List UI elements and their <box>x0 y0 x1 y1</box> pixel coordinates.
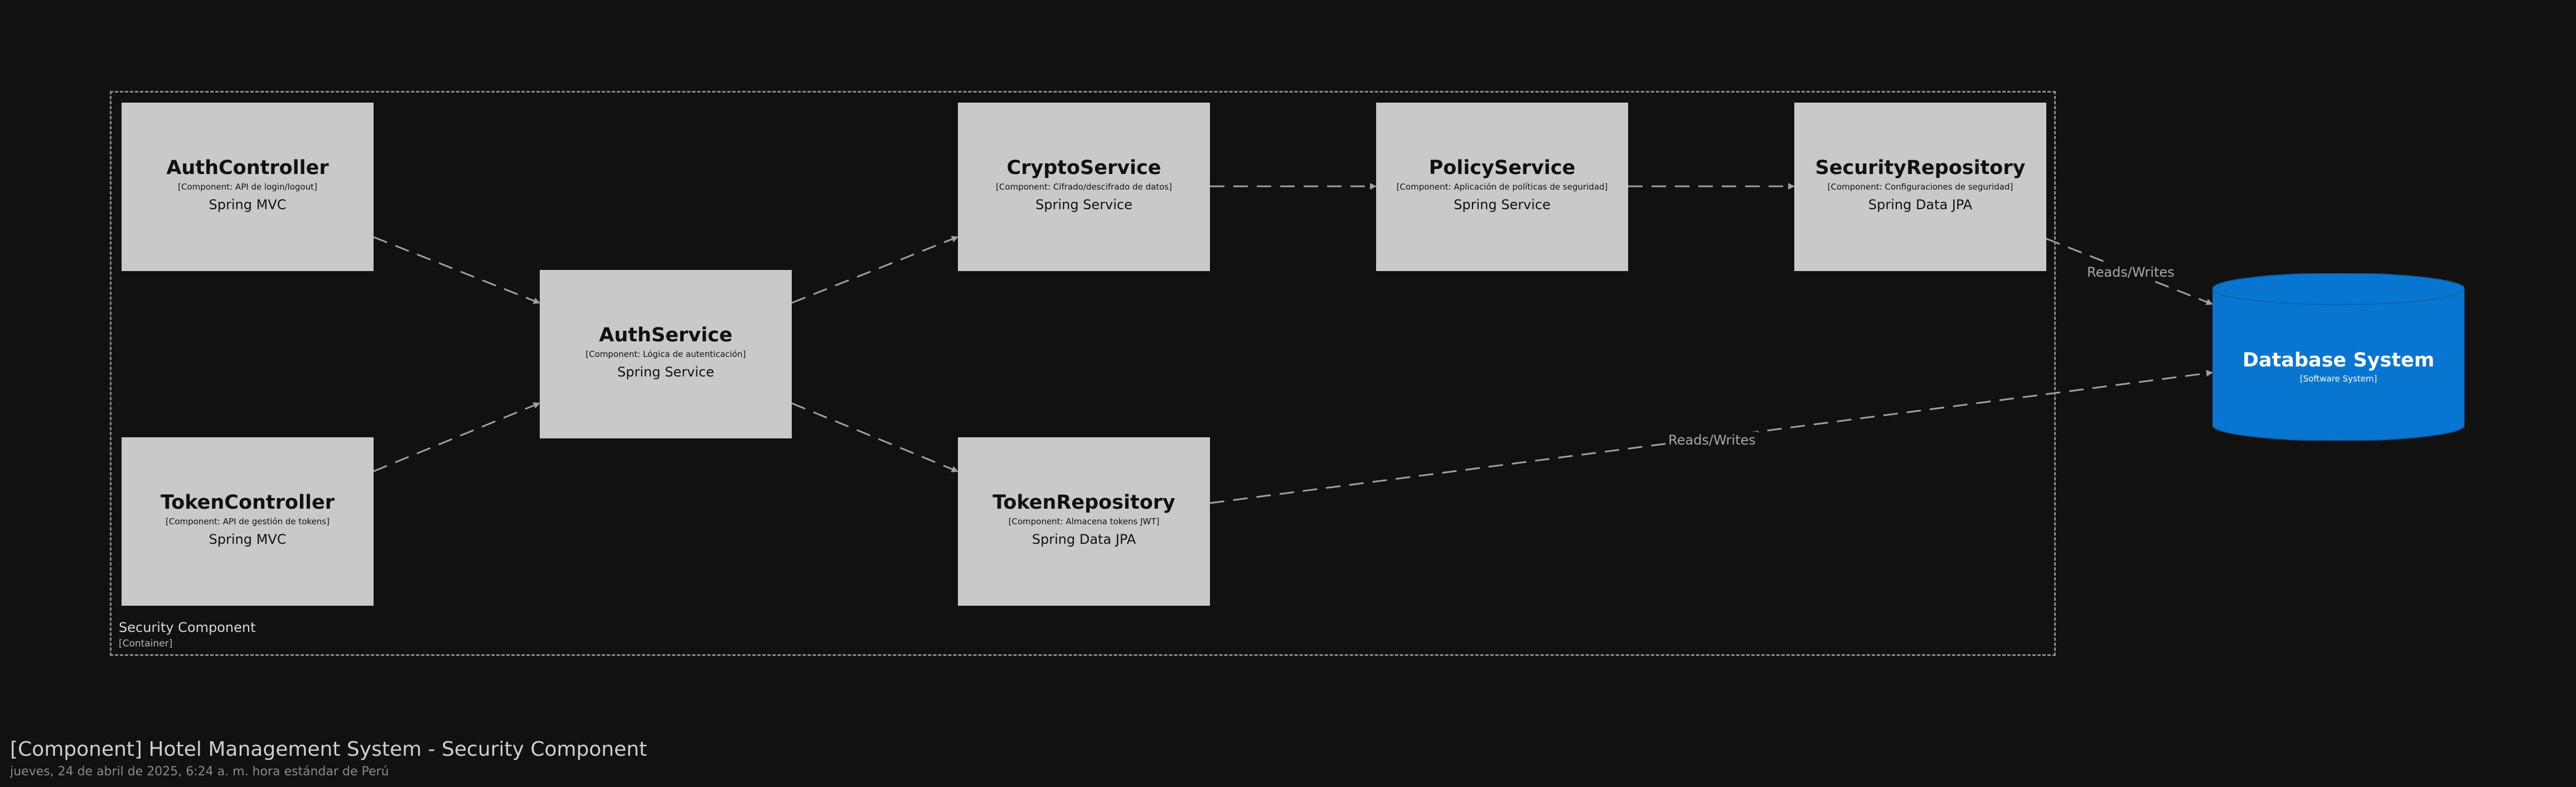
component-tokencontroller[interactable]: TokenController [Component: API de gesti… <box>122 437 374 606</box>
component-technology: Spring Service <box>617 364 714 380</box>
component-name: AuthService <box>599 324 733 346</box>
component-name: AuthController <box>166 157 329 179</box>
component-technology: Spring Service <box>1035 197 1132 213</box>
component-technology: Spring Service <box>1454 197 1551 213</box>
component-name: CryptoService <box>1006 157 1161 179</box>
component-tokenrepository[interactable]: TokenRepository [Component: Almacena tok… <box>958 437 1210 606</box>
component-description: [Component: Almacena tokens JWT] <box>1008 516 1160 527</box>
component-policyservice[interactable]: PolicyService [Component: Aplicación de … <box>1376 103 1628 271</box>
container-boundary <box>110 91 2056 656</box>
component-technology: Spring MVC <box>209 197 287 213</box>
component-technology: Spring Data JPA <box>1032 532 1136 547</box>
edge-authservice-cryptoservice <box>791 236 958 304</box>
edge-authcontroller-authservice <box>373 236 540 304</box>
component-name: TokenController <box>161 491 335 514</box>
component-description: [Component: API de login/logout] <box>178 182 317 192</box>
database-name: Database System <box>2242 349 2435 371</box>
component-description: [Component: Configuraciones de seguridad… <box>1827 182 2013 192</box>
database-cylinder-icon <box>2212 273 2464 441</box>
component-technology: Spring MVC <box>209 532 287 547</box>
edge-securityrepository-database <box>2046 238 2213 305</box>
component-name: TokenRepository <box>992 491 1175 514</box>
diagram-title: [Component] Hotel Management System - Se… <box>10 738 647 761</box>
database-system[interactable]: Database System [Software System] <box>2212 273 2464 441</box>
component-name: PolicyService <box>1429 157 1576 179</box>
component-authservice[interactable]: AuthService [Component: Lógica de autent… <box>540 270 792 438</box>
component-name: SecurityRepository <box>1815 157 2026 179</box>
edge-tokencontroller-authservice <box>373 402 540 472</box>
relationship-label: Reads/Writes <box>1667 432 1757 448</box>
component-technology: Spring Data JPA <box>1868 197 1973 213</box>
container-boundary-label: Security Component <box>119 620 256 635</box>
component-description: [Component: Lógica de autenticación] <box>585 349 746 359</box>
relationship-label: Reads/Writes <box>2085 264 2176 281</box>
component-cryptoservice[interactable]: CryptoService [Component: Cifrado/descif… <box>958 103 1210 271</box>
edge-authservice-tokenrepository <box>791 402 958 472</box>
component-description: [Component: API de gestión de tokens] <box>166 516 330 527</box>
container-boundary-type: [Container] <box>119 638 173 649</box>
diagram-timestamp: jueves, 24 de abril de 2025, 6:24 a. m. … <box>10 765 389 779</box>
component-securityrepository[interactable]: SecurityRepository [Component: Configura… <box>1794 103 2046 271</box>
database-type: [Software System] <box>2299 374 2378 384</box>
component-authcontroller[interactable]: AuthController [Component: API de login/… <box>122 103 374 271</box>
component-description: [Component: Cifrado/descifrado de datos] <box>996 182 1172 192</box>
component-description: [Component: Aplicación de políticas de s… <box>1396 182 1608 192</box>
